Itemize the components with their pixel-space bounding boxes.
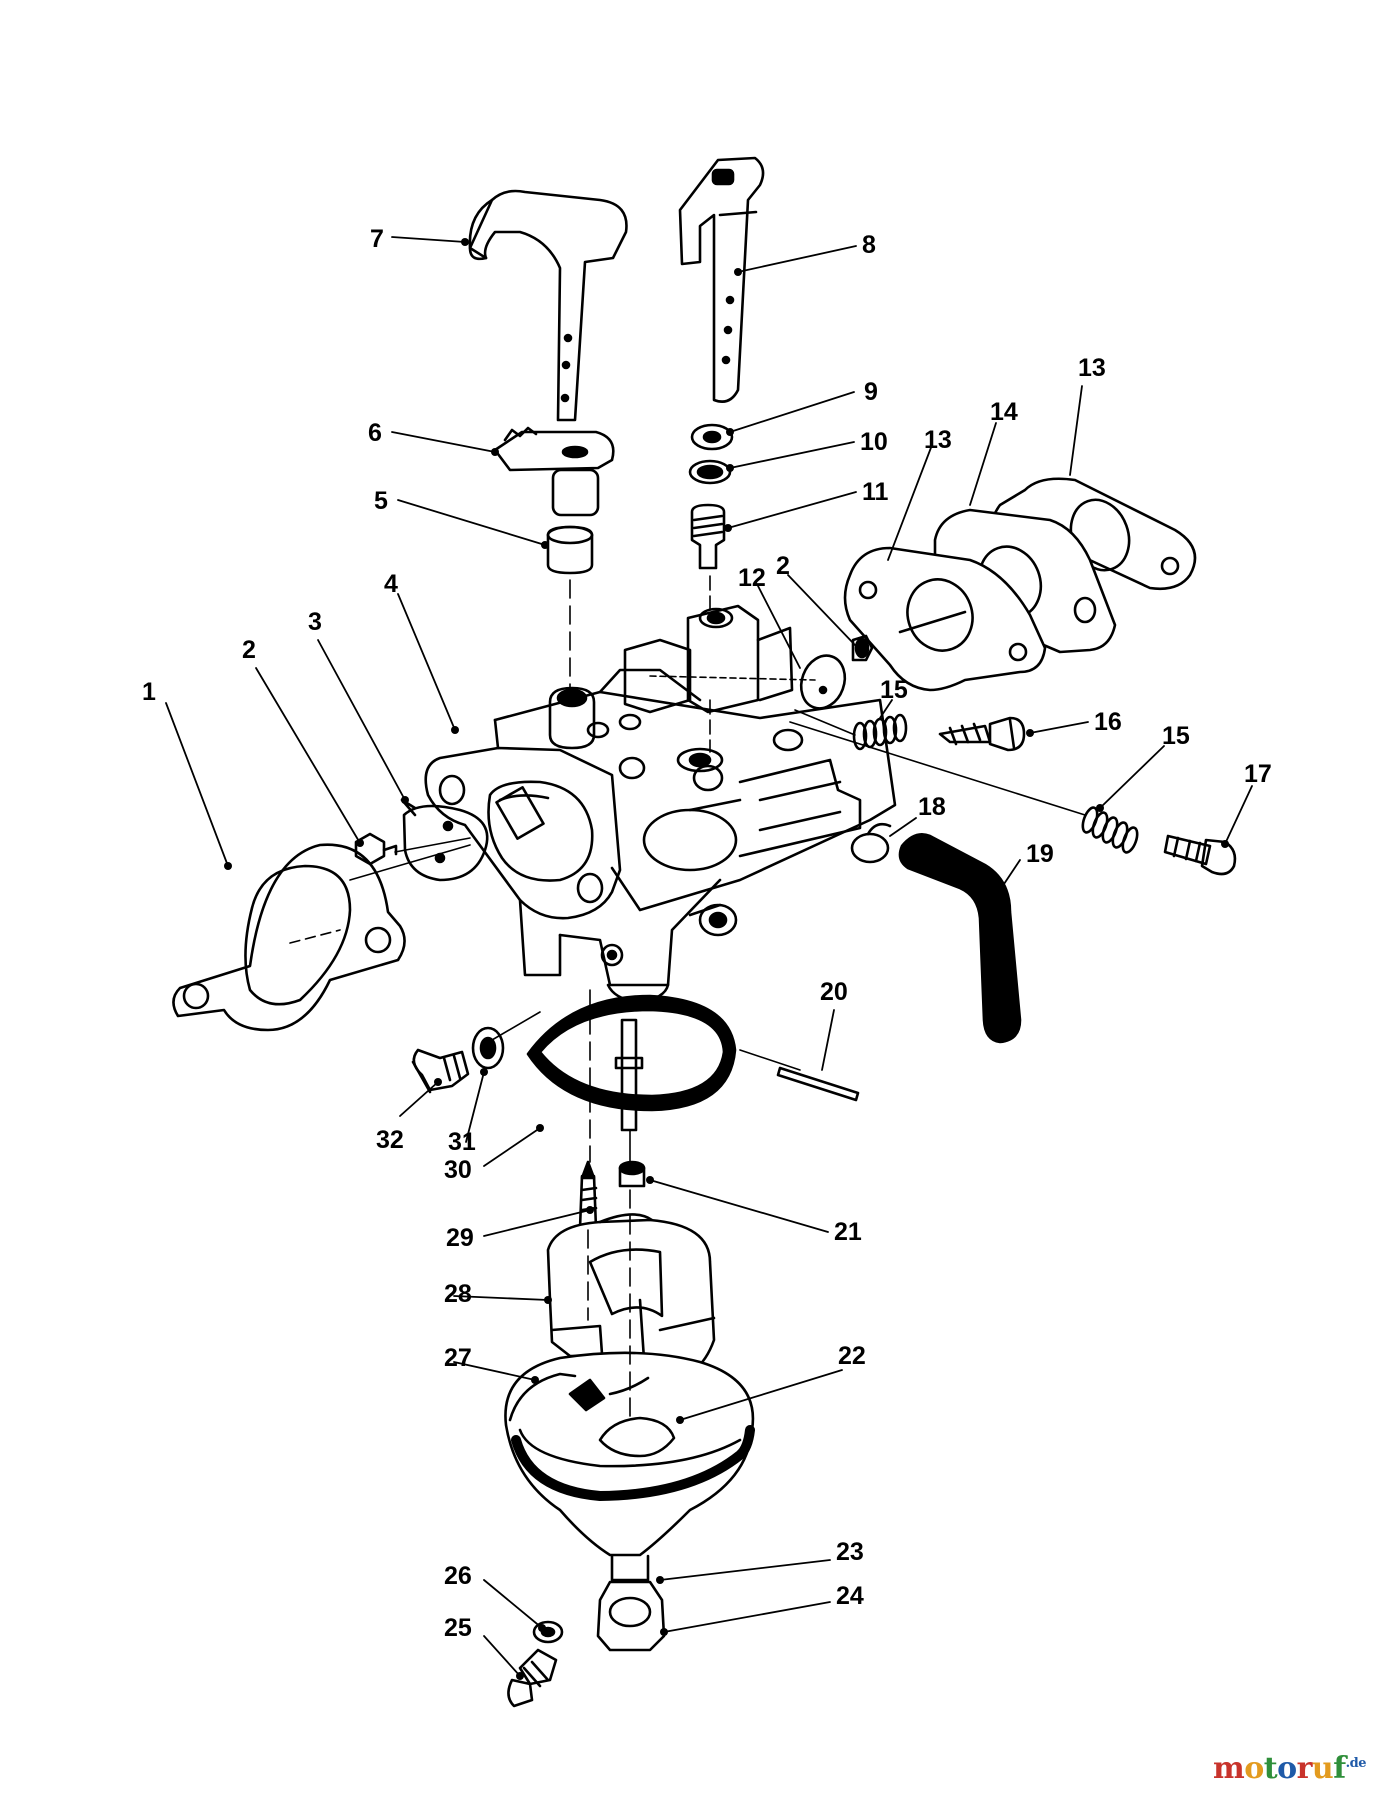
- bowl-screw-washer: [508, 1622, 562, 1706]
- part-label-23: 23: [836, 1538, 864, 1566]
- part-label-12: 12: [738, 564, 766, 592]
- seal-washer: [473, 1028, 503, 1068]
- inlet-needle: [580, 1162, 596, 1228]
- part-label-6: 6: [368, 419, 382, 447]
- throttle-shaft-disc: [495, 428, 613, 515]
- part-label-14: 14: [990, 398, 1018, 426]
- throttle-lever: [470, 191, 627, 420]
- watermark-letter: t: [1263, 1751, 1278, 1786]
- part-label-9: 9: [864, 378, 878, 406]
- washer-and-seal: [690, 425, 732, 483]
- watermark-letter: u: [1311, 1751, 1334, 1786]
- watermark-tld: .de: [1345, 1756, 1367, 1771]
- bushing: [548, 527, 592, 573]
- drain-screw: [413, 1050, 468, 1092]
- watermark-logo: motoruf.de: [1212, 1751, 1367, 1786]
- choke-lever: [680, 158, 763, 402]
- part-label-2-left: 2: [242, 636, 256, 664]
- main-adjust-screw: [1165, 836, 1235, 874]
- part-label-11: 11: [862, 478, 889, 506]
- part-label-13-back: 13: [1078, 354, 1106, 382]
- carburetor-body: [426, 606, 895, 1002]
- part-label-7: 7: [370, 225, 384, 253]
- watermark-letter: m: [1212, 1751, 1245, 1786]
- float-bowl: [505, 1353, 752, 1555]
- center-shaft: [616, 1020, 642, 1130]
- watermark-letter: f: [1333, 1751, 1346, 1786]
- idle-jet-screw: [692, 505, 724, 568]
- part-label-10: 10: [860, 428, 888, 456]
- watermark-letter: o: [1277, 1751, 1297, 1786]
- part-label-5: 5: [374, 487, 388, 515]
- fuel-hose: [900, 834, 1020, 1042]
- part-label-27: 27: [444, 1344, 472, 1372]
- part-label-4: 4: [384, 570, 398, 598]
- part-label-17: 17: [1244, 760, 1272, 788]
- part-label-2-right: 2: [776, 552, 790, 580]
- part-label-32: 32: [376, 1126, 404, 1154]
- part-label-31: 31: [448, 1128, 476, 1156]
- part-label-8: 8: [862, 231, 876, 259]
- part-labels: 1 2 3 4 5 6 7 8 9 10 11 12 2 13 14 13 15…: [142, 225, 1272, 1642]
- part-label-22: 22: [838, 1342, 866, 1370]
- part-label-29: 29: [446, 1224, 474, 1252]
- part-label-16: 16: [1094, 708, 1122, 736]
- watermark-letter: r: [1296, 1751, 1313, 1786]
- part-label-21: 21: [834, 1218, 862, 1246]
- bowl-gasket: [528, 996, 735, 1110]
- part-label-13-front: 13: [924, 426, 952, 454]
- screw-left: [356, 834, 396, 864]
- part-label-20: 20: [820, 978, 848, 1006]
- part-label-18: 18: [918, 793, 946, 821]
- flange-gasket: [173, 845, 404, 1030]
- part-label-1: 1: [142, 678, 156, 706]
- main-spring: [1080, 806, 1140, 855]
- part-label-19: 19: [1026, 840, 1054, 868]
- part-label-26: 26: [444, 1562, 472, 1590]
- part-label-15-lower: 15: [1162, 722, 1190, 750]
- float-pin: [778, 1068, 858, 1100]
- part-label-15-upper: 15: [880, 676, 908, 704]
- watermark-letter: o: [1244, 1751, 1264, 1786]
- leader-arrowheads: [224, 238, 1229, 1680]
- leader-lines: [166, 237, 1252, 1676]
- part-label-24: 24: [836, 1582, 864, 1610]
- part-label-30: 30: [444, 1156, 472, 1184]
- part-label-3: 3: [308, 608, 322, 636]
- part-label-28: 28: [444, 1280, 472, 1308]
- part-label-25: 25: [444, 1614, 472, 1642]
- main-jet: [620, 1162, 644, 1186]
- bowl-nut: [598, 1556, 664, 1650]
- assembly-guide-lines: [290, 576, 1085, 1420]
- hose-clamp: [852, 824, 890, 862]
- choke-valve-plate: [402, 800, 487, 880]
- throttle-valve-plate: [794, 636, 872, 715]
- intake-gasket-front: [845, 548, 1045, 690]
- idle-mixture-screw: [940, 718, 1024, 750]
